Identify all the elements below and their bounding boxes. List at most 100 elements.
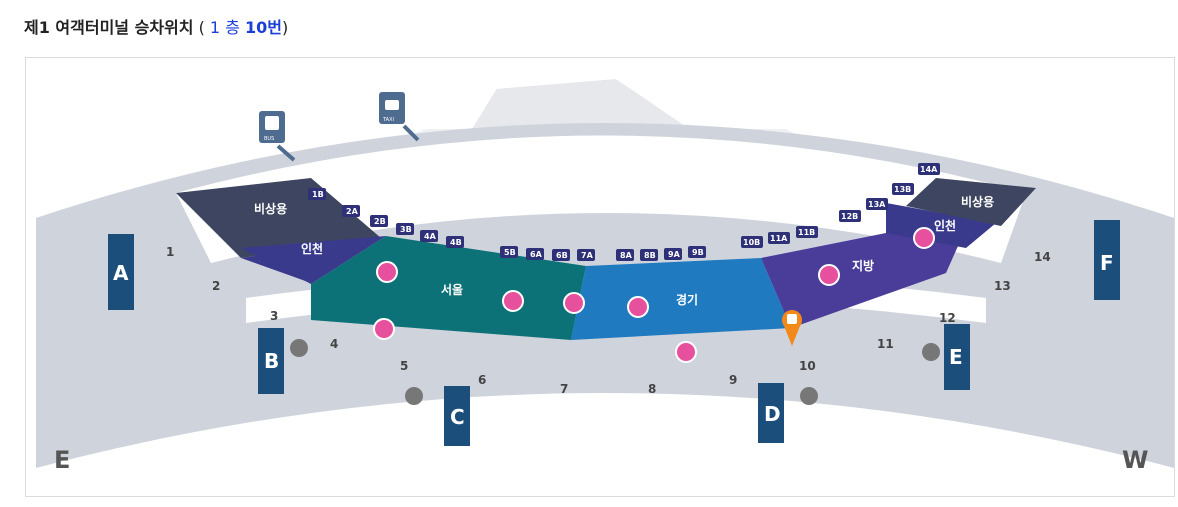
stop-chip-9b[interactable]: 9B: [688, 246, 706, 258]
stop-chip-9a[interactable]: 9A: [664, 248, 682, 260]
gate-e[interactable]: E: [944, 324, 970, 390]
stop-chip-7a[interactable]: 7A: [577, 249, 595, 261]
stop-chip-11b[interactable]: 11B: [796, 226, 818, 238]
svg-text:13B: 13B: [894, 185, 911, 194]
door-number: 2: [212, 279, 220, 293]
stop-chip-2a[interactable]: 2A: [342, 205, 360, 217]
svg-text:8B: 8B: [644, 251, 656, 260]
stop-chip-2b[interactable]: 2B: [370, 215, 388, 227]
svg-text:F: F: [1100, 251, 1114, 275]
svg-text:11B: 11B: [798, 228, 815, 237]
stop-chip-10b[interactable]: 10B: [741, 236, 763, 248]
zone-emergency-right[interactable]: 비상용: [906, 178, 1036, 226]
door-number: 8: [648, 382, 656, 396]
location-marker-icon: [782, 310, 802, 346]
compass-west: W: [1122, 446, 1148, 474]
ticket-icons: [373, 227, 935, 363]
stop-chip-11a[interactable]: 11A: [768, 232, 790, 244]
door-number: 7: [560, 382, 568, 396]
ticket-icon: [376, 261, 398, 283]
gate-c[interactable]: C: [444, 386, 470, 446]
gate-number: 10번: [245, 18, 283, 37]
zone-incheon-right-label: 인천: [934, 218, 956, 233]
svg-text:6A: 6A: [530, 250, 543, 259]
stop-chip-5b[interactable]: 5B: [500, 246, 518, 258]
bus-icon-label: BUS: [264, 136, 274, 142]
svg-text:10B: 10B: [743, 238, 760, 247]
ticket-icon: [913, 227, 935, 249]
door-number: 1: [166, 245, 174, 259]
zone-seoul-label: 서울: [441, 282, 463, 297]
gate-f[interactable]: F: [1094, 220, 1120, 300]
svg-text:2A: 2A: [346, 207, 359, 216]
svg-text:6B: 6B: [556, 251, 568, 260]
ticket-icon: [373, 318, 395, 340]
stop-chip-13a[interactable]: 13A: [866, 198, 888, 210]
zone-emergency-left[interactable]: 비상용: [176, 178, 381, 258]
paren-open: (: [198, 18, 205, 37]
svg-text:12B: 12B: [841, 212, 858, 221]
ticket-icon: [675, 341, 697, 363]
stop-chip-8b[interactable]: 8B: [640, 249, 658, 261]
door-number: 10: [799, 359, 816, 373]
stop-chip-6a[interactable]: 6A: [526, 248, 544, 260]
stop-chip-4a[interactable]: 4A: [420, 230, 438, 242]
svg-text:9A: 9A: [668, 250, 681, 259]
svg-text:5B: 5B: [504, 248, 516, 257]
stop-chips: 1B 2A 2B 3B 4A 4B 5B 6A 6B 7A 8A 8B 9A 9…: [308, 163, 940, 261]
zone-gyeonggi-label: 경기: [676, 292, 698, 307]
zone-jibang-label: 지방: [852, 258, 874, 273]
help-icon[interactable]: [405, 387, 423, 405]
taxi-icon: TAXI: [379, 92, 420, 142]
svg-text:11A: 11A: [770, 234, 788, 243]
stop-chip-8a[interactable]: 8A: [616, 249, 634, 261]
zone-jibang[interactable]: 지방: [761, 228, 966, 328]
svg-text:13A: 13A: [868, 200, 886, 209]
zone-incheon-left[interactable]: 인천: [241, 236, 386, 284]
svg-text:9B: 9B: [692, 248, 704, 257]
svg-text:D: D: [764, 402, 781, 426]
gate-d[interactable]: D: [758, 383, 784, 443]
svg-text:7A: 7A: [581, 251, 594, 260]
door-number: 5: [400, 359, 408, 373]
ticket-icon: [502, 290, 524, 312]
help-icon[interactable]: [922, 343, 940, 361]
gate-a[interactable]: A: [108, 234, 134, 310]
stop-chip-12b[interactable]: 12B: [839, 210, 861, 222]
zone-emergency-right-label: 비상용: [961, 194, 994, 209]
stop-chip-4b[interactable]: 4B: [446, 236, 464, 248]
stop-chip-1b[interactable]: 1B: [308, 188, 326, 200]
svg-text:2B: 2B: [374, 217, 386, 226]
svg-text:8A: 8A: [620, 251, 633, 260]
gate-b[interactable]: B: [258, 328, 284, 394]
door-number: 13: [994, 279, 1011, 293]
help-icon[interactable]: [290, 339, 308, 357]
info-icons: [290, 339, 940, 405]
svg-text:4B: 4B: [450, 238, 462, 247]
door-number: 3: [270, 309, 278, 323]
stop-chip-14a[interactable]: 14A: [918, 163, 940, 175]
taxi-icon-label: TAXI: [382, 117, 394, 123]
svg-text:C: C: [450, 405, 465, 429]
svg-text:3B: 3B: [400, 225, 412, 234]
ticket-icon: [563, 292, 585, 314]
bus-icon: BUS: [259, 111, 296, 162]
door-number: 9: [729, 373, 737, 387]
stop-chip-3b[interactable]: 3B: [396, 223, 414, 235]
svg-text:E: E: [949, 345, 963, 369]
floor-label: 1 층: [209, 18, 240, 37]
help-icon[interactable]: [800, 387, 818, 405]
zone-seoul[interactable]: 서울: [311, 236, 586, 340]
page-title: 제1 여객터미널 승차위치 ( 1 층 10번): [24, 14, 288, 38]
svg-text:A: A: [113, 261, 129, 285]
stop-chip-13b[interactable]: 13B: [892, 183, 914, 195]
svg-text:4A: 4A: [424, 232, 437, 241]
title-text: 제1 여객터미널 승차위치: [24, 18, 194, 37]
paren-close: ): [282, 18, 289, 37]
zone-incheon-left-label: 인천: [301, 241, 323, 256]
zone-gyeonggi[interactable]: 경기: [571, 258, 791, 340]
ticket-icon: [818, 264, 840, 286]
stop-chip-6b[interactable]: 6B: [552, 249, 570, 261]
svg-text:B: B: [264, 349, 279, 373]
svg-text:1B: 1B: [312, 190, 324, 199]
